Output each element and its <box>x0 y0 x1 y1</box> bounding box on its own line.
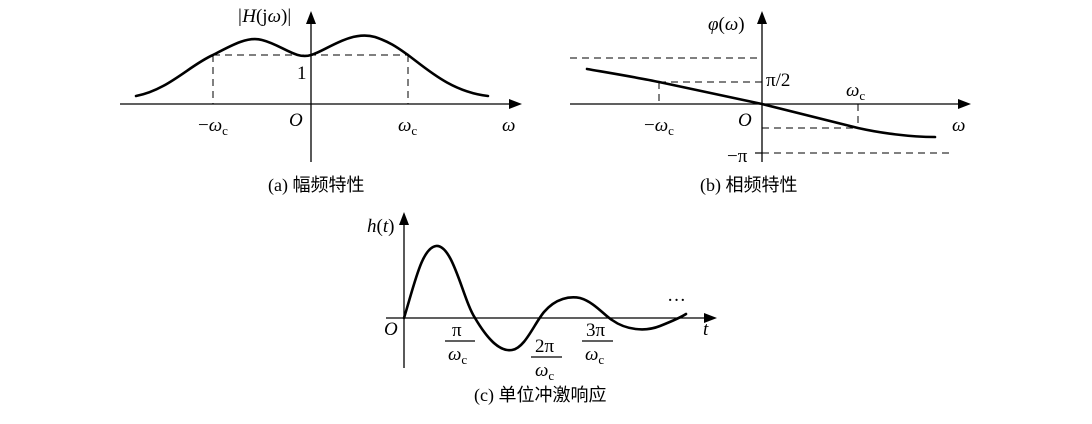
panel-c-tick2-numerator: 2π <box>535 336 555 357</box>
panel-a-pos-cutoff-label: ωc <box>398 115 417 138</box>
panel-c-y-arrow <box>399 212 409 225</box>
panel-b-caption: (b) 相频特性 <box>700 175 798 196</box>
panel-c-tick1-numerator: π <box>452 320 462 341</box>
panel-c-tick3-denominator: ωc <box>585 344 604 367</box>
panel-b-y-label: φ(ω) <box>708 14 745 35</box>
panel-a-magnitude: |H(jω)| 1 O −ωc ωc ω (a) 幅频特性 <box>120 6 522 196</box>
panel-a-neg-cutoff-label: −ωc <box>198 115 228 138</box>
panel-c-tick1-denominator: ωc <box>448 344 467 367</box>
panel-a-origin: O <box>289 110 303 131</box>
panel-c-impulse: h(t) O t ··· π ωc 2π ωc 3π ωc (c) 单位冲激响应 <box>367 212 717 406</box>
panel-c-caption: (c) 单位冲激响应 <box>474 385 606 406</box>
panel-b-neg-cutoff-label: −ωc <box>644 115 674 138</box>
panel-c-ellipsis: ··· <box>667 290 686 311</box>
panel-b-neg-pi-label: −π <box>727 146 748 167</box>
panel-a-y-arrow <box>306 11 316 24</box>
panel-b-x-arrow <box>958 99 971 109</box>
panel-a-y-label: |H(jω)| <box>237 6 291 27</box>
panel-b-pos-cutoff-label: ωc <box>846 80 865 103</box>
panel-c-tick2-denominator: ωc <box>535 360 554 383</box>
panel-c-x-arrow <box>704 313 717 323</box>
panel-a-x-label: ω <box>502 115 515 136</box>
panel-c-x-label: t <box>703 319 709 340</box>
panel-c-origin: O <box>384 319 398 340</box>
panel-a-level-one: 1 <box>297 63 307 84</box>
panel-b-half-pi-label: π/2 <box>766 70 790 91</box>
panel-c-tick3-numerator: 3π <box>586 320 606 341</box>
panel-c-y-label: h(t) <box>367 216 394 237</box>
panel-b-origin: O <box>738 110 752 131</box>
panel-b-phase: φ(ω) π/2 −π O −ωc ωc ω (b) 相频特性 <box>570 11 971 196</box>
panel-a-caption: (a) 幅频特性 <box>268 175 364 196</box>
panel-c-impulse-curve <box>402 244 688 352</box>
panel-b-y-arrow <box>757 11 767 24</box>
panel-a-magnitude-curve <box>134 34 490 98</box>
panel-a-x-arrow <box>509 99 522 109</box>
panel-b-x-label: ω <box>952 115 965 136</box>
panel-b-phase-curve <box>585 67 937 139</box>
